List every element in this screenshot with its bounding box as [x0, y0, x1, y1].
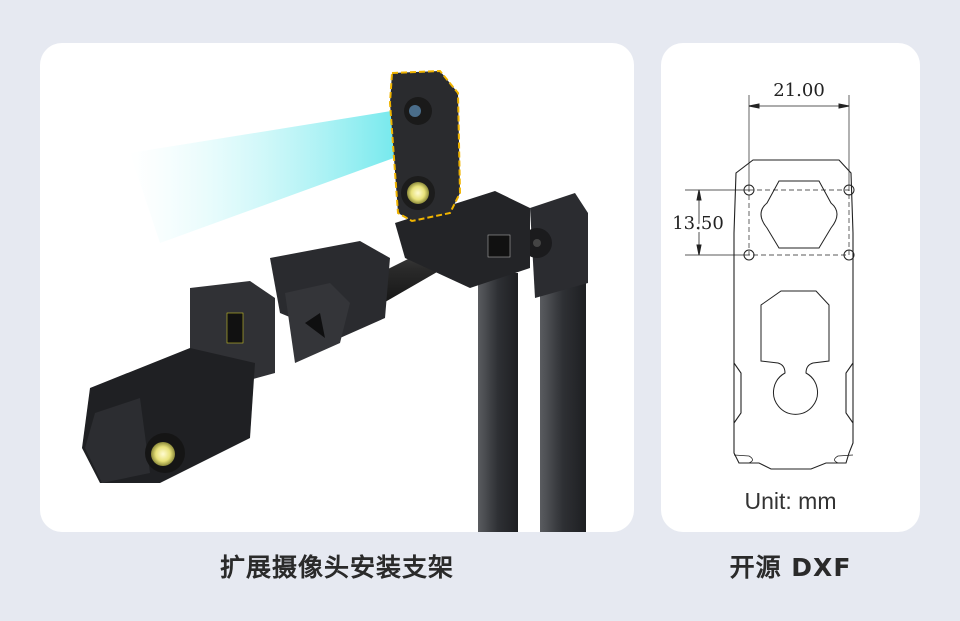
product-image-card [40, 43, 634, 532]
rail-left [478, 273, 518, 532]
camera-beam [130, 108, 435, 243]
width-dimension-label: 21.00 [773, 80, 825, 101]
front-led [151, 442, 175, 466]
rail-top-plate [530, 193, 588, 298]
top-led [407, 182, 429, 204]
height-dimension-label: 13.50 [672, 213, 724, 234]
dxf-caption: 开源 DXF [729, 553, 852, 582]
robot-arm-render [82, 69, 588, 532]
bracket-technical-drawing: 21.00 13.50 [669, 80, 855, 470]
dxf-drawing-card: 21.00 13.50 Unit: mm [661, 43, 920, 532]
unit-label: Unit: mm [744, 488, 837, 514]
servo-label [487, 234, 511, 258]
product-caption: 扩展摄像头安装支架 [219, 553, 454, 582]
